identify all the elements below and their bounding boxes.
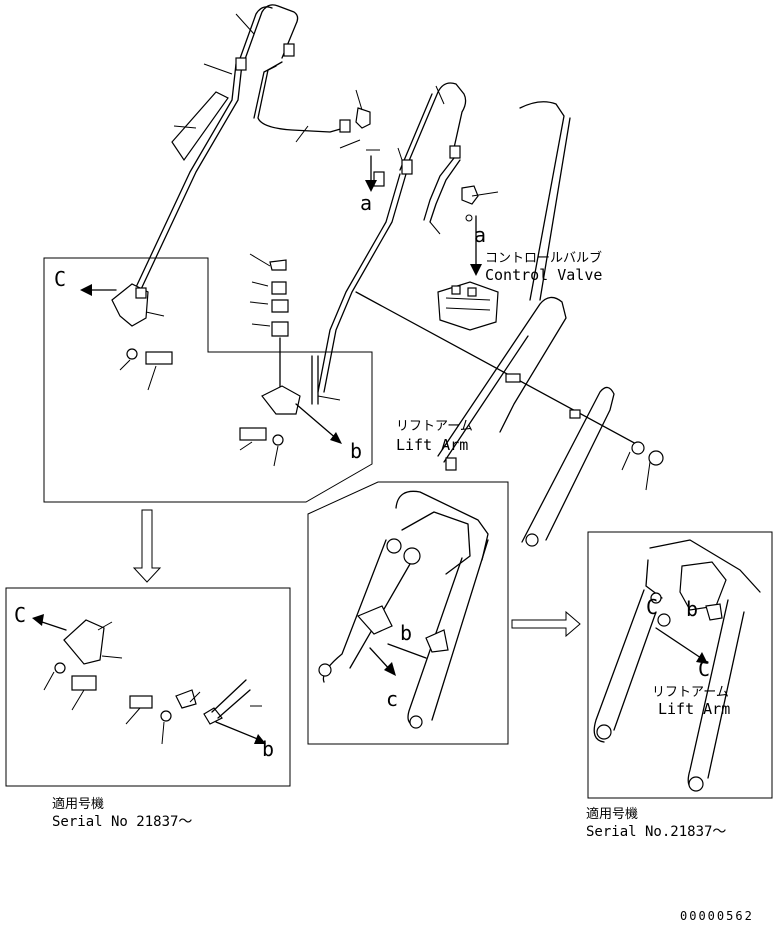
lift-arm-box: b c — [307, 481, 509, 745]
ref-c-arm: c — [386, 687, 398, 711]
ref-a-arrows: a a — [360, 155, 486, 276]
detail-box-left: C b — [5, 587, 291, 787]
hose-assembly-left — [129, 4, 371, 301]
serial-left-en: Serial No 21837～ — [52, 814, 192, 830]
ref-a-valve: a — [474, 223, 486, 247]
arrow-down — [132, 509, 162, 583]
ref-b-detail: b — [262, 737, 274, 761]
leader-lines — [173, 13, 445, 327]
lift-arm-label-en: Lift Arm — [396, 436, 468, 454]
lift-arm-label-jp: リフトアーム — [396, 419, 473, 434]
ref-b-arm: b — [400, 621, 412, 645]
lift-arm-rod — [355, 101, 664, 491]
serial-right-jp: 適用号機 — [586, 806, 638, 822]
ref-c-main: C — [54, 267, 66, 291]
detail-panel-right: b C C リフトアーム Lift Arm — [587, 531, 773, 799]
ref-c-detail: C — [14, 603, 26, 627]
ref-c-panel-2: C — [698, 657, 710, 681]
ref-a-top: a — [360, 191, 372, 215]
detail-region-c: C b — [43, 257, 373, 503]
serial-left-jp: 適用号機 — [52, 796, 104, 812]
lift-arm-panel-en: Lift Arm — [658, 700, 730, 718]
ref-c-panel: C — [646, 595, 658, 619]
control-valve: コントロールバルブ Control Valve — [437, 250, 602, 331]
drawing-number: 00000562 — [680, 909, 754, 923]
control-valve-label-jp: コントロールバルブ — [485, 250, 602, 266]
lift-arm-outline: リフトアーム Lift Arm — [396, 296, 615, 547]
hose-assembly-center — [317, 82, 499, 393]
arrow-right — [511, 610, 581, 638]
ref-b-panel: b — [686, 597, 698, 621]
serial-right-en: Serial No.21837～ — [586, 824, 726, 840]
ref-b-main: b — [350, 439, 362, 463]
lift-arm-panel-jp: リフトアーム — [652, 685, 729, 700]
